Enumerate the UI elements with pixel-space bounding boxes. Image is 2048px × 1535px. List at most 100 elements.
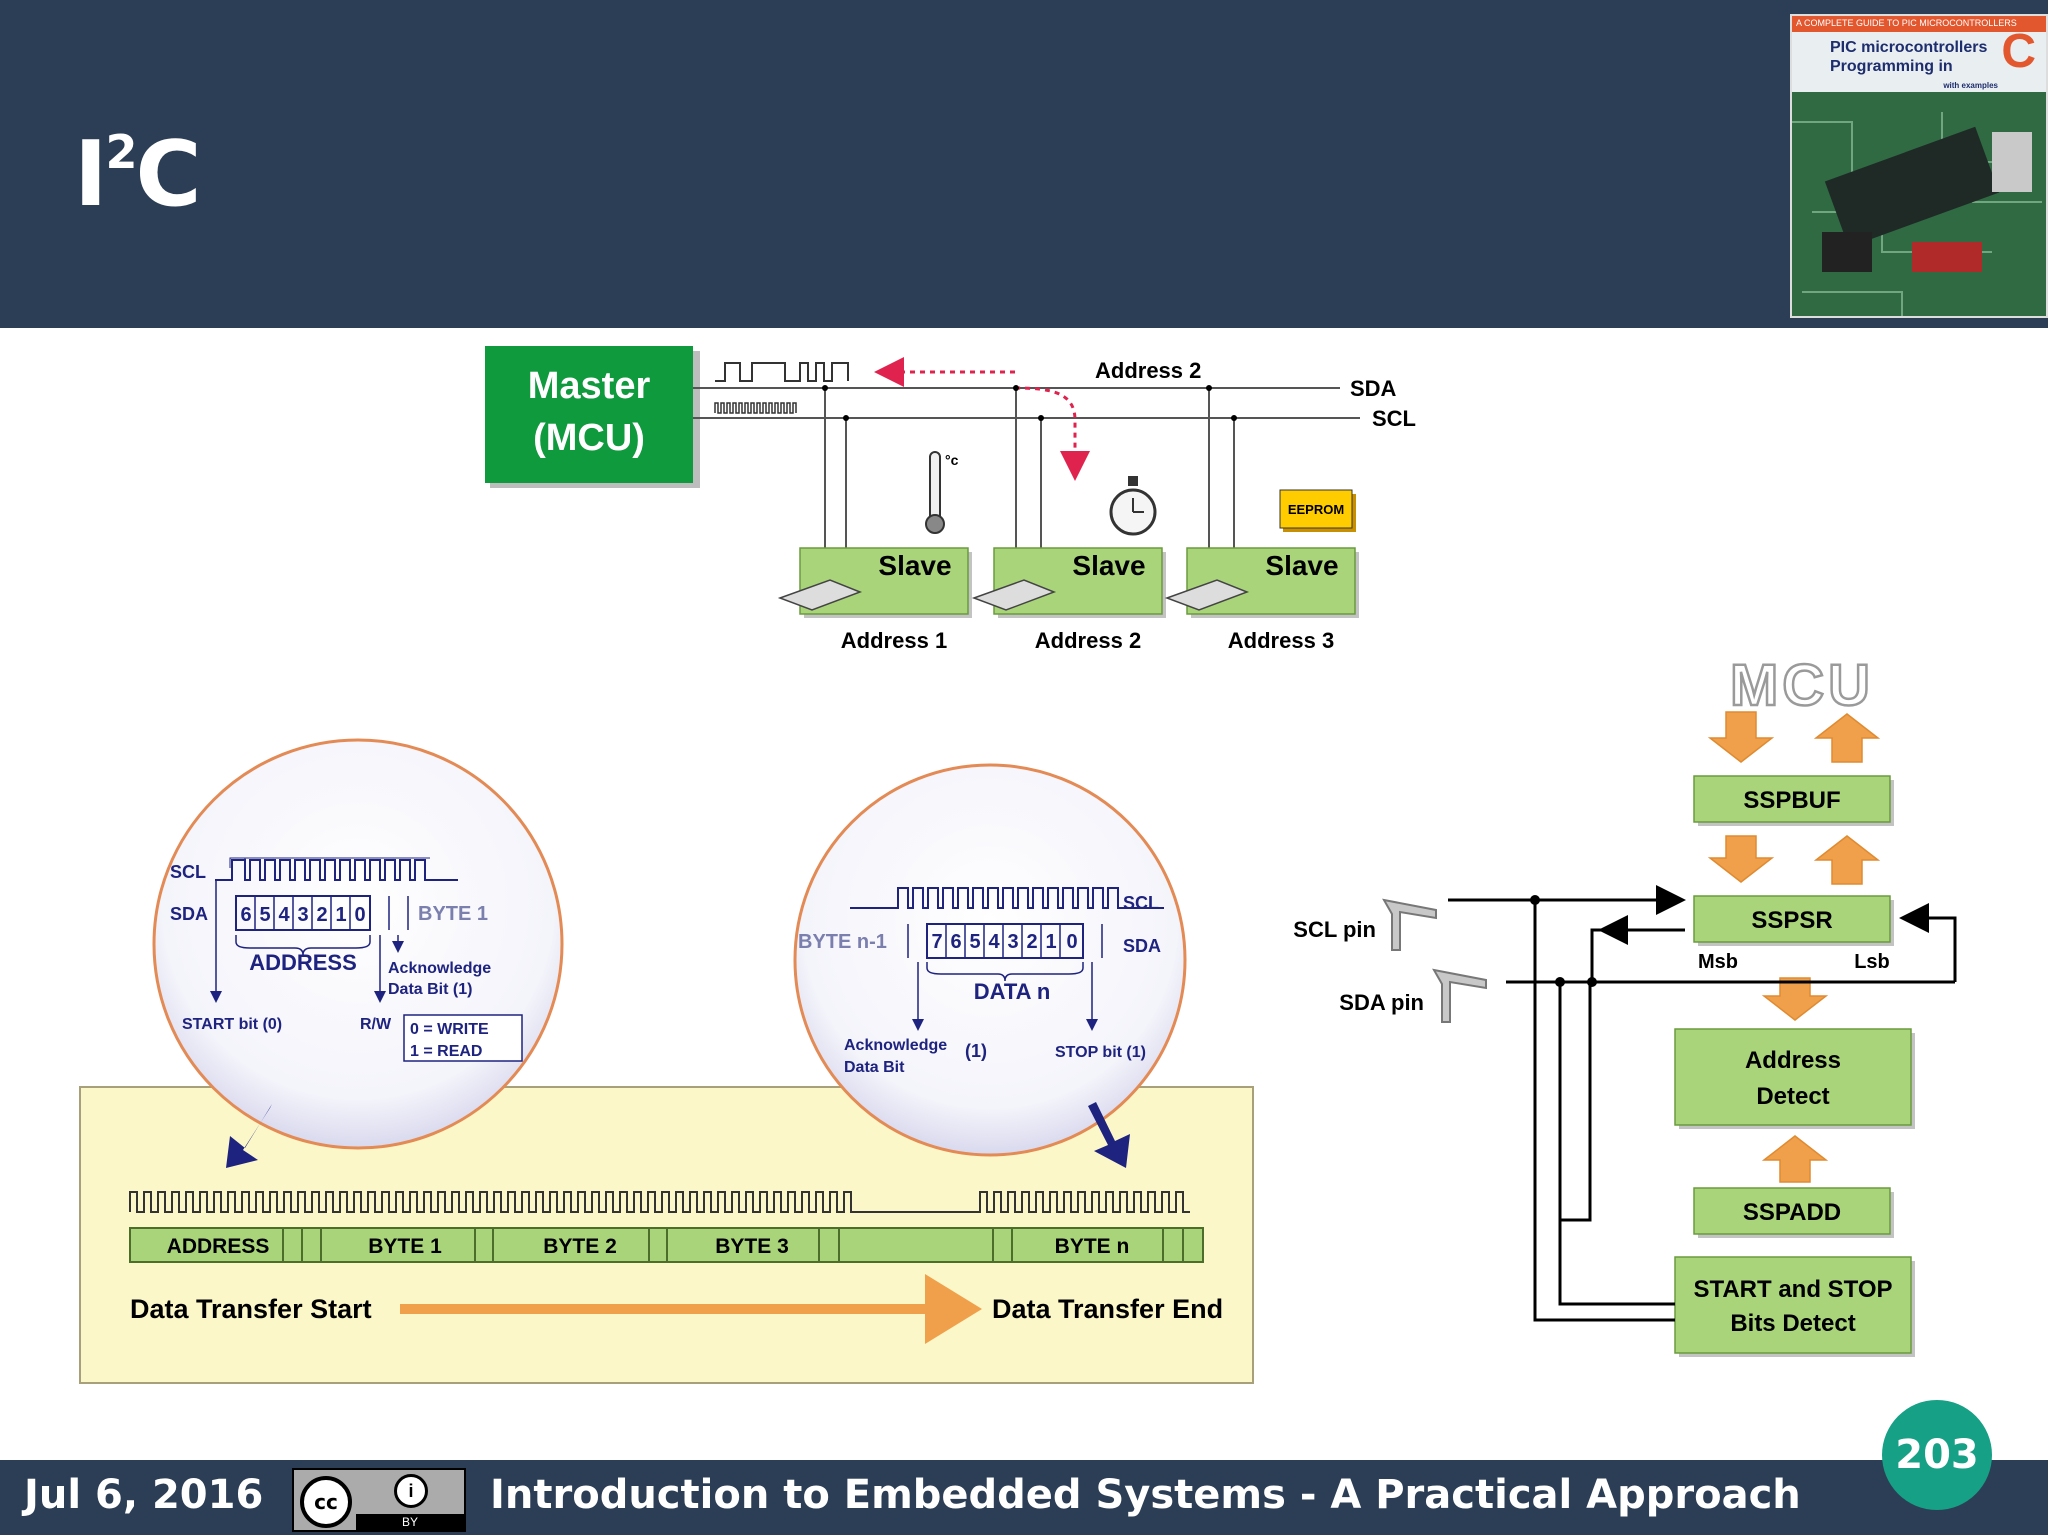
left-scl-label: SCL bbox=[170, 862, 206, 882]
slave-3-address: Address 3 bbox=[1228, 628, 1334, 653]
slave-1-label: Slave bbox=[878, 550, 951, 581]
sspadd-block bbox=[1693, 1187, 1891, 1235]
book-cover-image: A COMPLETE GUIDE TO PIC MICROCONTROLLERS… bbox=[1790, 14, 2048, 318]
slave-3-label: Slave bbox=[1265, 550, 1338, 581]
right-bit: 0 bbox=[1066, 931, 1077, 953]
book-title-block: PIC microcontrollers Programming in with… bbox=[1792, 25, 2046, 92]
rw-values-box bbox=[403, 1014, 523, 1062]
start-stop-sub-label: Bits Detect bbox=[1730, 1310, 1855, 1337]
sspsr-label: SSPSR bbox=[1751, 907, 1832, 934]
data-n-label: DATA n bbox=[974, 979, 1051, 1004]
transfer-start-label: Data Transfer Start bbox=[130, 1294, 372, 1324]
thermo-unit: °c bbox=[945, 452, 959, 468]
zoom-arrow-left-icon bbox=[226, 1104, 272, 1168]
left-byte-label: BYTE 1 bbox=[418, 903, 488, 925]
circuit-board-illustration bbox=[1792, 92, 2046, 316]
timing-diagram: SCL SDA 6 5 4 3 2 1 0 BYTE 1 ADDRESS STA… bbox=[79, 738, 1254, 1384]
address-detect-sub-label: Detect bbox=[1756, 1083, 1829, 1110]
right-bit: 3 bbox=[1007, 931, 1018, 953]
up-arrow-icon bbox=[1813, 835, 1881, 885]
right-ack-value: (1) bbox=[965, 1041, 987, 1061]
rw-label: R/W bbox=[360, 1016, 392, 1033]
rw-write: 0 = WRITE bbox=[410, 1021, 489, 1038]
mcu-label: MCU bbox=[1730, 653, 1874, 718]
down-arrow-icon bbox=[1761, 977, 1829, 1021]
slave-1: Slave Address 1 bbox=[777, 547, 972, 653]
up-arrow-icon bbox=[1761, 1135, 1829, 1183]
sspbuf-label: SSPBUF bbox=[1743, 787, 1840, 814]
book-tagline: with examples bbox=[1943, 81, 1998, 90]
scl-bus-label: SCL bbox=[1372, 406, 1416, 431]
master-label: Master bbox=[528, 365, 651, 407]
chip-icon bbox=[777, 579, 863, 611]
zoom-lens-left bbox=[152, 738, 564, 1150]
transfer-direction-arrow bbox=[400, 1274, 982, 1344]
frame-segment: ADDRESS bbox=[167, 1235, 270, 1258]
sda-signal bbox=[715, 362, 849, 382]
right-bit: 7 bbox=[931, 931, 942, 953]
slide-header bbox=[0, 0, 2048, 328]
right-scl-waveform bbox=[850, 887, 1164, 909]
sda-pin-label: SDA pin bbox=[1339, 990, 1424, 1015]
right-ack-label: Acknowledge bbox=[844, 1037, 947, 1054]
right-ack-sub-label: Data Bit bbox=[844, 1059, 905, 1076]
attribution-icon: i bbox=[394, 1474, 428, 1508]
address-detect-block bbox=[1674, 1028, 1912, 1126]
down-arrow-icon bbox=[1707, 835, 1775, 883]
slave-2-address: Address 2 bbox=[1035, 628, 1141, 653]
book-banner: A COMPLETE GUIDE TO PIC MICROCONTROLLERS bbox=[1792, 16, 2046, 32]
lsb-label: Lsb bbox=[1854, 951, 1890, 973]
start-stop-detect-block bbox=[1674, 1256, 1912, 1354]
chip-icon bbox=[1164, 579, 1250, 611]
frame-segment: BYTE n bbox=[1055, 1235, 1130, 1258]
left-bit: 1 bbox=[335, 904, 346, 926]
left-ack-label: Acknowledge bbox=[388, 960, 491, 977]
frame-segment: BYTE 3 bbox=[715, 1235, 789, 1258]
cc-icon: cc bbox=[300, 1476, 352, 1528]
left-bit: 3 bbox=[297, 904, 308, 926]
slave-2-label: Slave bbox=[1072, 550, 1145, 581]
left-sda-label: SDA bbox=[170, 904, 208, 924]
transfer-frame-bar: ADDRESS BYTE 1 BYTE 2 BYTE 3 BYTE n bbox=[129, 1227, 1204, 1263]
slave-2: Slave Address 2 bbox=[971, 547, 1166, 653]
right-bit: 4 bbox=[988, 931, 1000, 953]
slave-3: Slave Address 3 bbox=[1164, 547, 1359, 653]
slave-1-address: Address 1 bbox=[841, 628, 947, 653]
right-scl-label: SCL bbox=[1123, 893, 1159, 913]
frame-segment: BYTE 1 bbox=[368, 1235, 442, 1258]
by-label: BY bbox=[356, 1514, 464, 1530]
cc-license-badge: cc i BY bbox=[292, 1468, 466, 1532]
up-arrow-icon bbox=[1813, 713, 1881, 763]
rw-read: 1 = READ bbox=[410, 1043, 482, 1060]
right-bit: 6 bbox=[950, 931, 961, 953]
footer-date: Jul 6, 2016 bbox=[24, 1472, 264, 1518]
book-title-line1: PIC microcontrollers bbox=[1830, 39, 1988, 56]
sda-pin-icon bbox=[1432, 968, 1487, 1023]
address-detect-label: Address bbox=[1745, 1047, 1841, 1074]
left-bit: 2 bbox=[316, 904, 327, 926]
chip-icon bbox=[971, 579, 1057, 611]
eeprom-label: EEPROM bbox=[1288, 502, 1344, 517]
start-stop-label: START and STOP bbox=[1693, 1276, 1892, 1303]
down-arrow-icon bbox=[1707, 711, 1775, 763]
book-letter: C bbox=[2001, 25, 2036, 78]
i2c-diagram: Master (MCU) SDA SCL Address 2 °c bbox=[79, 346, 1957, 1384]
mssp-block-diagram: MCU SSPBUF SSPSR Msb Lsb Address Detect … bbox=[1293, 652, 1957, 1357]
bus-diagram: Master (MCU) SDA SCL Address 2 °c bbox=[485, 346, 1416, 653]
thermometer-icon: °c bbox=[925, 451, 959, 534]
page-number-badge: 203 bbox=[1882, 1400, 1992, 1510]
frame-segment: BYTE 2 bbox=[543, 1235, 617, 1258]
sspsr-block bbox=[1693, 895, 1891, 943]
frame-clock-waveform bbox=[129, 1191, 1190, 1213]
eeprom-chip-icon: EEPROM bbox=[1279, 489, 1356, 532]
left-bit: 6 bbox=[240, 904, 251, 926]
master-box bbox=[485, 346, 693, 483]
book-title-line2: Programming in bbox=[1830, 58, 1953, 75]
stopwatch-icon bbox=[1109, 476, 1157, 536]
left-scl-waveform bbox=[215, 859, 458, 881]
left-bit: 5 bbox=[259, 904, 270, 926]
right-prev-byte: BYTE n-1 bbox=[798, 931, 887, 953]
sspadd-label: SSPADD bbox=[1743, 1199, 1841, 1226]
scl-pin-label: SCL pin bbox=[1293, 917, 1376, 942]
left-ack-sub-label: Data Bit (1) bbox=[388, 981, 472, 998]
